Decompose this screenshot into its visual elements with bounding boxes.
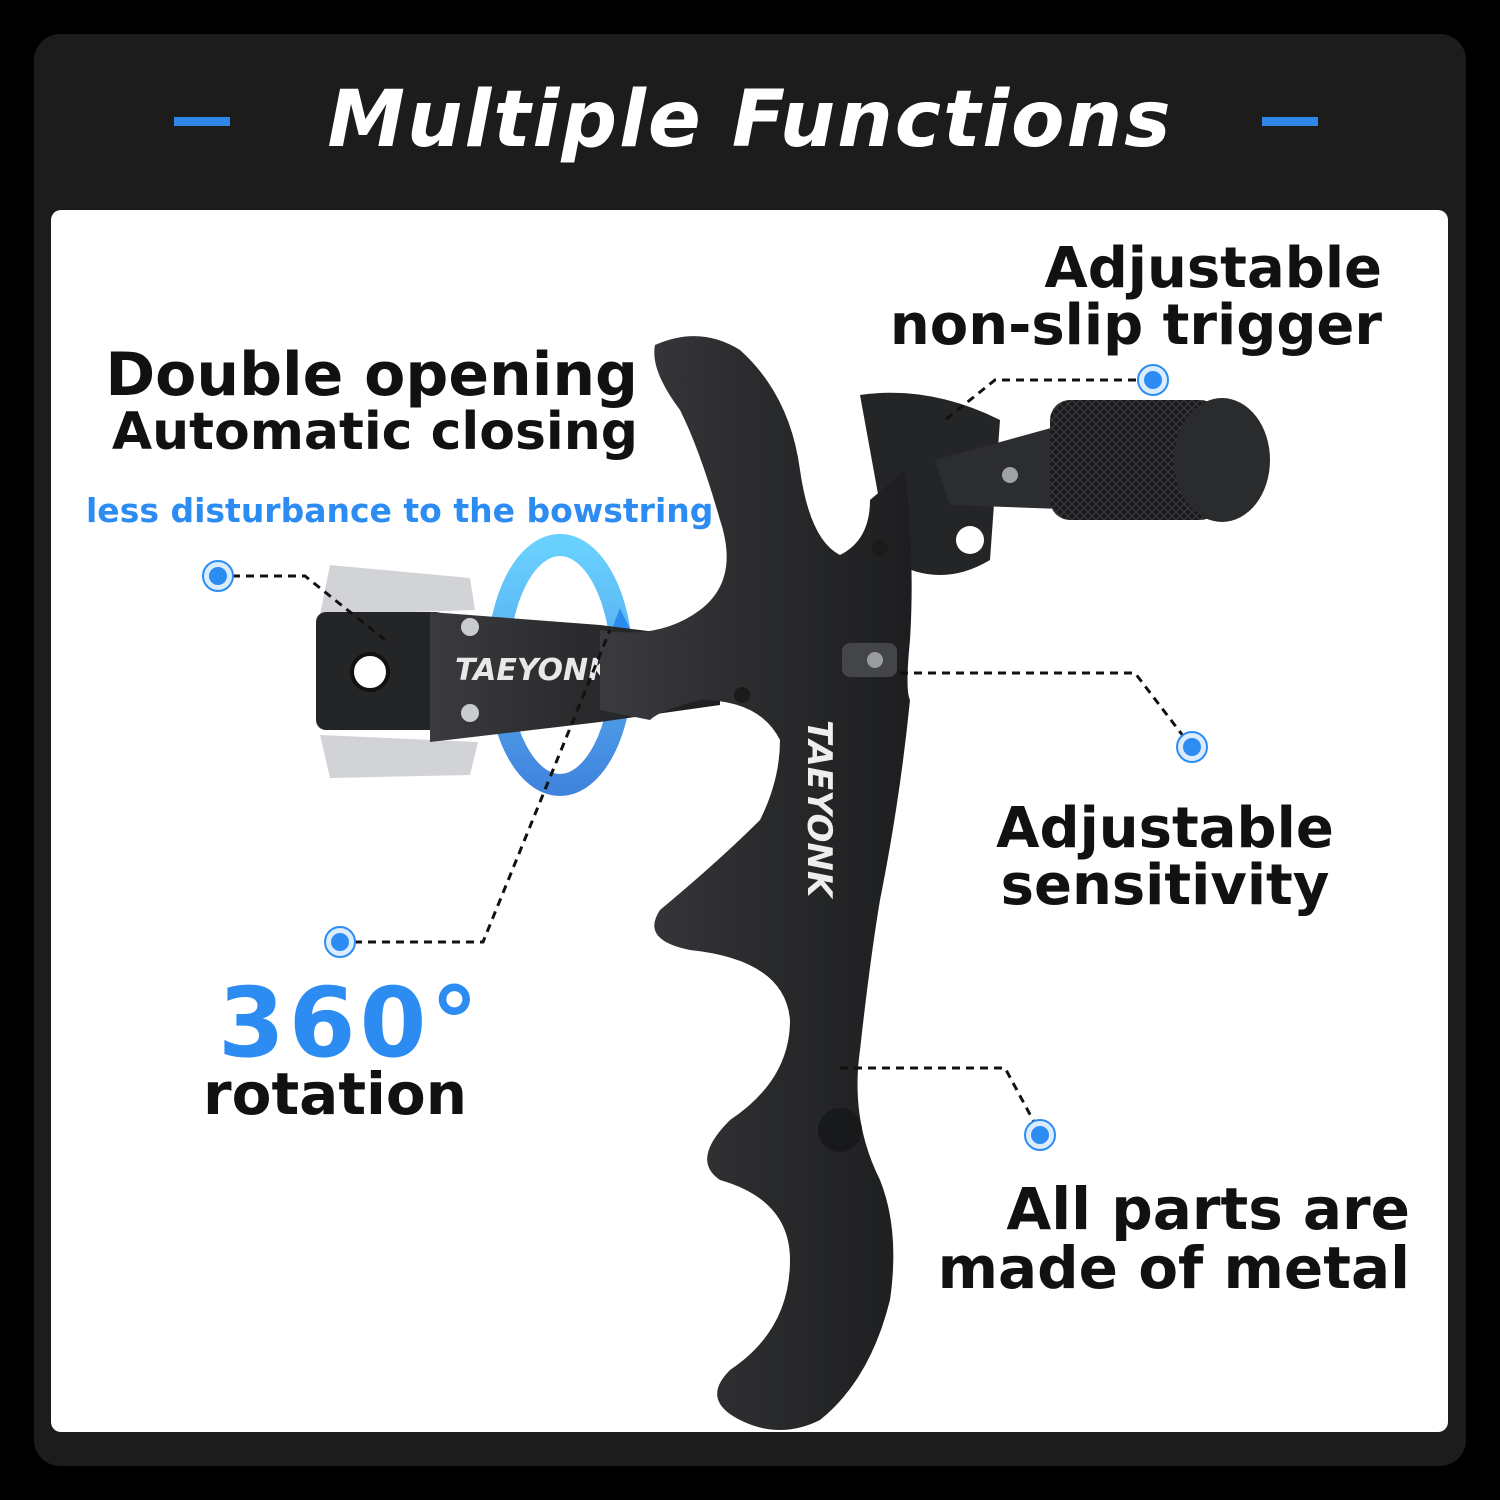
- handle-body: [600, 336, 912, 1431]
- callout-rotation-label: rotation: [203, 1060, 468, 1128]
- callout-opening: Double opening Automatic closing: [82, 340, 638, 463]
- callout-opening-sub: less disturbance to the bowstring: [86, 491, 714, 530]
- callout-trigger-line1: Adjustable: [1044, 236, 1382, 301]
- callout-rotation-value: 360°: [218, 967, 483, 1079]
- callout-sensitivity: Adjustable sensitivity: [990, 800, 1340, 914]
- pin-top: [872, 540, 888, 556]
- callout-trigger-line2: non-slip trigger: [889, 293, 1382, 359]
- header: Multiple Functions: [0, 70, 1500, 180]
- body-brand-mark: TAEYONK: [799, 720, 839, 900]
- leader-lines: [218, 378, 1192, 1134]
- title-dash-right: [1262, 117, 1318, 126]
- lanyard-hole: [818, 1108, 862, 1152]
- trigger-assembly: [860, 392, 1270, 575]
- callout-opening-line1: Double opening: [105, 340, 638, 410]
- callout-metal-line1: All parts are: [1006, 1175, 1410, 1243]
- callout-metal: All parts are made of metal: [937, 1175, 1410, 1303]
- head-brand-mark: TAEYONK: [455, 653, 614, 688]
- pin-mid: [734, 687, 750, 703]
- callout-dots: [202, 364, 1208, 1151]
- title-dash-left: [174, 117, 230, 126]
- callout-opening-line2: Automatic closing: [111, 402, 638, 463]
- callout-trigger: Adjustable non-slip trigger: [890, 240, 1382, 354]
- callout-sensitivity-line2: sensitivity: [1000, 853, 1330, 919]
- ghost-jaws: [320, 565, 478, 778]
- page-title: Multiple Functions: [327, 75, 1173, 165]
- callout-sensitivity-line1: Adjustable: [996, 796, 1334, 861]
- callout-metal-line2: made of metal: [937, 1234, 1410, 1303]
